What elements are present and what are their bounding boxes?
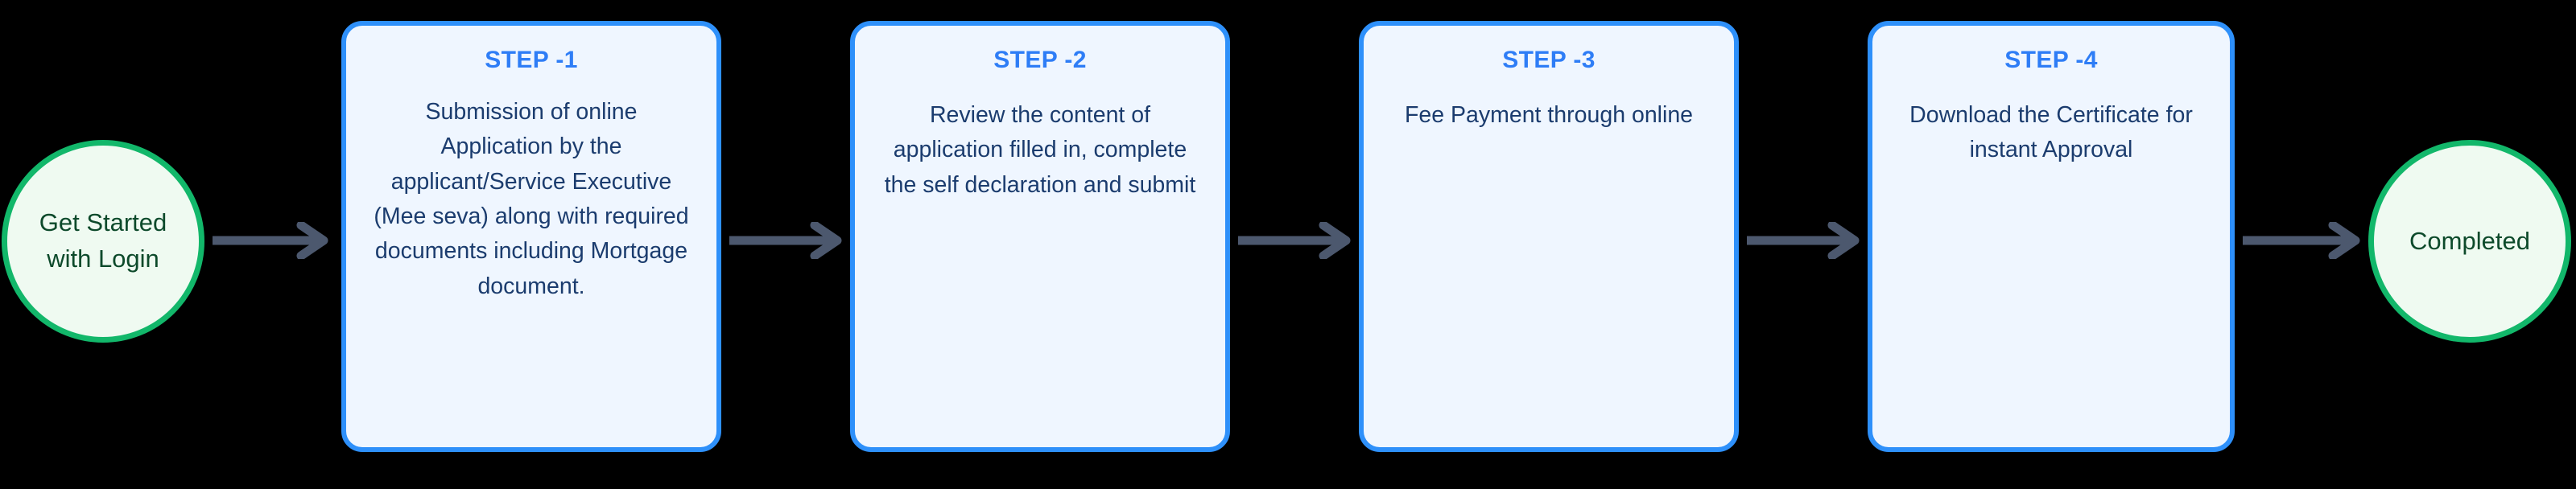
arrow-right-icon-step1-to-step2 (728, 222, 844, 259)
arrow-right-icon-step3-to-step4 (1745, 222, 1861, 259)
end-node[interactable]: Completed (2368, 140, 2571, 343)
step-3-body: Fee Payment through online (1404, 102, 1694, 128)
step-3-title: STEP -3 (1502, 47, 1596, 73)
step-card-1[interactable]: STEP -1 Submission of online Application… (341, 21, 721, 452)
arrow-right-icon-step2-to-step3 (1236, 222, 1352, 259)
step-2-body: Review the content of application filled… (884, 102, 1196, 198)
step-1-body: Submission of online Application by the … (374, 99, 689, 299)
step-4-body: Download the Certificate for instant App… (1909, 102, 2193, 163)
arrow-right-icon-step4-to-end (2241, 222, 2362, 259)
start-node-label: Get Started with Login (39, 208, 167, 273)
step-4-title: STEP -4 (2004, 47, 2098, 73)
start-node[interactable]: Get Started with Login (2, 140, 204, 343)
end-node-label: Completed (2409, 226, 2530, 255)
arrow-right-icon-start-to-step1 (211, 222, 330, 259)
step-card-4[interactable]: STEP -4 Download the Certificate for ins… (1868, 21, 2235, 452)
step-2-title: STEP -2 (993, 47, 1087, 73)
step-card-3[interactable]: STEP -3 Fee Payment through online (1359, 21, 1739, 452)
step-1-title: STEP -1 (485, 47, 578, 73)
step-card-2[interactable]: STEP -2 Review the content of applicatio… (850, 21, 1230, 452)
